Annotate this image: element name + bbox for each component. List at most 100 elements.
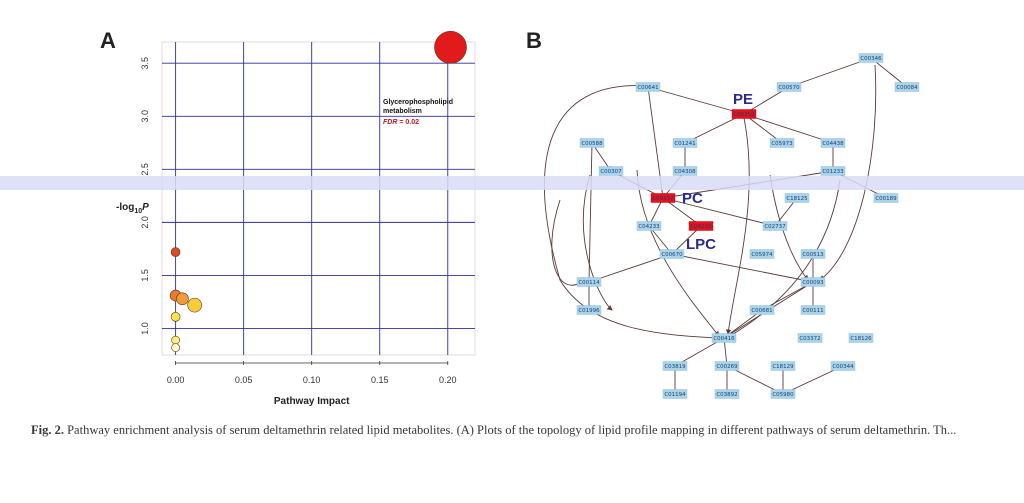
network-node	[769, 138, 795, 148]
network-edge	[647, 86, 745, 116]
network-node	[770, 361, 796, 371]
network-edge	[671, 253, 814, 284]
network-edges	[544, 57, 908, 395]
network-node	[820, 138, 846, 148]
y-tick-label: 3.0	[140, 110, 150, 123]
plot-area	[161, 41, 476, 356]
network-node-label: C01241	[674, 141, 695, 147]
network-node-label: C00307	[600, 169, 622, 175]
x-axis-title: Pathway Impact	[274, 396, 350, 407]
network-node	[672, 138, 698, 148]
network-node-label: C00114	[578, 280, 600, 286]
network-edge	[743, 113, 783, 144]
annotation-pathway-line1: Glycerophospholipid	[383, 99, 453, 106]
pc-label: PC	[682, 190, 703, 207]
network-node-label: C04438	[822, 141, 844, 147]
network-node-label: C01233	[822, 169, 844, 175]
network-node	[830, 361, 856, 371]
annotation-pathway-line2: metabolism	[383, 108, 422, 115]
network-node	[873, 193, 899, 203]
network-node	[749, 305, 775, 315]
network-curved-edge	[819, 64, 877, 281]
network-node-label: C00189	[875, 196, 897, 202]
y-axis-title: -log10P	[116, 202, 149, 215]
network-node-label: C03819	[664, 364, 686, 370]
network-node	[714, 389, 740, 399]
network-curved-edge	[729, 179, 841, 337]
network-node-label: C00093	[802, 280, 824, 286]
x-tick-label: 0.20	[439, 375, 457, 385]
network-node-label: C00681	[751, 308, 772, 314]
network-node	[784, 193, 810, 203]
network-node	[714, 361, 740, 371]
scan-glitch-band	[0, 176, 1024, 190]
network-node-label: C03892	[716, 392, 737, 398]
network-node-label: C18125	[786, 196, 808, 202]
network-node-label: C18126	[850, 336, 872, 342]
network-node-label: C00344	[832, 364, 854, 370]
panel-a-letter: A	[100, 28, 116, 53]
network-node-label: C00513	[802, 252, 824, 258]
network-node	[762, 221, 788, 231]
network-edge	[788, 57, 872, 89]
network-edge	[662, 197, 776, 228]
x-tick-label: 0.05	[235, 375, 253, 385]
network-node	[858, 53, 884, 63]
network-node	[848, 333, 874, 343]
network-node-label: C05974	[751, 252, 773, 258]
network-curved-edge	[551, 199, 585, 286]
network-node	[635, 82, 661, 92]
network-node	[894, 82, 920, 92]
x-tick-label: 0.10	[303, 375, 321, 385]
network-edge	[588, 253, 673, 284]
network-node-label: C02737	[764, 224, 786, 230]
network-edge	[743, 113, 834, 145]
network-node	[576, 305, 602, 315]
network-node-label: C18129	[772, 364, 794, 370]
network-node	[688, 221, 714, 231]
annotation-fdr: FDR = 0.02	[383, 119, 419, 126]
network-node-label: C05980	[772, 392, 794, 398]
y-tick-label: 1.5	[140, 269, 150, 282]
network-node	[659, 249, 685, 259]
network-node	[576, 277, 602, 287]
network-node	[800, 249, 826, 259]
network-node-label: C00111	[802, 308, 823, 314]
network-node	[749, 249, 775, 259]
network-node	[598, 166, 624, 176]
data-point	[187, 297, 202, 313]
network-node	[711, 333, 737, 343]
network-node	[579, 138, 605, 148]
network-curved-edge	[636, 169, 720, 337]
network-node	[770, 389, 796, 399]
data-point	[176, 292, 189, 306]
network-node-label: C01194	[664, 392, 686, 398]
network-node-label: C00570	[778, 85, 800, 91]
network-node	[650, 193, 676, 203]
network-curved-edge	[769, 174, 809, 281]
network-node-label: C04230	[690, 224, 712, 230]
y-tick-label: 1.0	[140, 322, 150, 335]
network-node-label: C00346	[860, 56, 882, 62]
network-node	[800, 277, 826, 287]
network-edge	[684, 113, 745, 144]
data-point	[434, 31, 467, 64]
network-curved-edge	[544, 85, 718, 341]
network-node-label: C04233	[638, 224, 660, 230]
network-node	[820, 166, 846, 176]
network-node	[797, 333, 823, 343]
network-node	[672, 166, 698, 176]
network-node-label: C01996	[578, 308, 600, 314]
pe-label: PE	[733, 91, 753, 108]
network-node-label: C00588	[581, 141, 603, 147]
network-curved-edge	[725, 117, 750, 335]
network-node	[800, 305, 826, 315]
y-tick-label: 3.5	[140, 57, 150, 70]
network-node-label: C00641	[637, 85, 658, 91]
data-point	[171, 335, 180, 345]
network-edge	[870, 57, 908, 88]
network-node	[662, 361, 688, 371]
